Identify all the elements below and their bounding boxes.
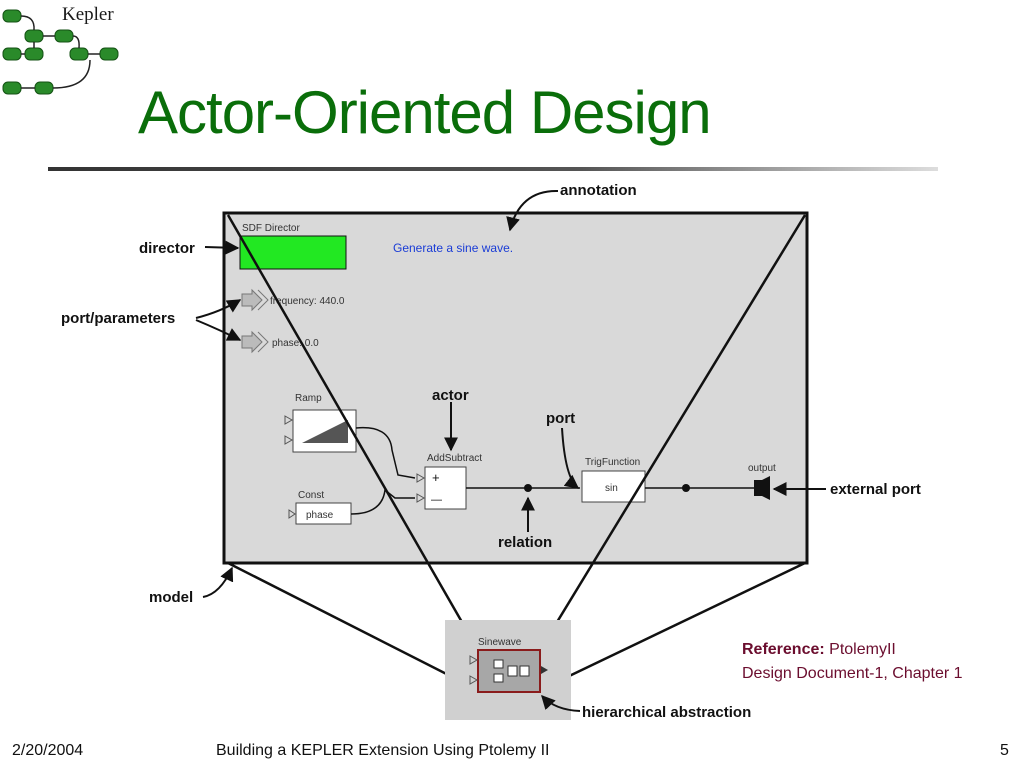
reference-note: Reference: PtolemyII Design Document-1, …: [742, 638, 963, 686]
param-frequency: frequency: 440.0: [270, 296, 345, 307]
const-input-port: [288, 509, 296, 519]
footer-date: 2/20/2004: [12, 742, 84, 759]
callout-hierarchical-abstraction: hierarchical abstraction: [582, 704, 751, 721]
director-box-label: SDF Director: [242, 223, 300, 234]
callout-arrows: [195, 189, 826, 712]
output-port[interactable]: [754, 476, 770, 500]
ramp-label: Ramp: [295, 393, 322, 404]
output-label: output: [748, 463, 776, 474]
const-value: phase: [306, 510, 334, 521]
reference-line2: Design Document-1, Chapter 1: [742, 665, 963, 682]
kepler-logo: Kepler: [0, 0, 130, 100]
title-divider: [48, 167, 938, 171]
reference-line1: PtolemyII: [829, 641, 896, 658]
callout-external-port: external port: [830, 481, 921, 498]
addsubtract-actor[interactable]: [424, 466, 467, 510]
sinewave-actor[interactable]: [477, 649, 541, 693]
const-label: Const: [298, 490, 324, 501]
trig-value: sin: [605, 483, 618, 494]
ramp-input-ports: [284, 415, 294, 445]
callout-annotation: annotation: [560, 182, 637, 199]
callout-model: model: [149, 589, 193, 606]
trigfunction-label: TrigFunction: [585, 457, 640, 468]
composite-icon: [493, 659, 530, 683]
sinewave-output-port: [541, 666, 548, 674]
phase-port-icon: [241, 330, 269, 354]
callout-port-parameters: port/parameters: [61, 310, 175, 327]
footer-title: Building a KEPLER Extension Using Ptolem…: [216, 742, 550, 759]
frequency-port-icon: [241, 288, 269, 312]
callout-relation: relation: [498, 534, 552, 551]
footer-page-number: 5: [1000, 742, 1009, 759]
addsubtract-label: AddSubtract: [427, 453, 482, 464]
kepler-logo-icon: [2, 9, 119, 95]
slide-title: Actor-Oriented Design: [138, 79, 712, 146]
relation-diamond[interactable]: [524, 484, 532, 492]
sinewave-label: Sinewave: [478, 637, 522, 648]
annotation-text: Generate a sine wave.: [393, 241, 513, 255]
callout-actor: actor: [432, 387, 469, 404]
addsub-minus: —: [431, 494, 442, 506]
callout-port: port: [546, 410, 575, 427]
sdf-director[interactable]: [239, 235, 347, 270]
ramp-icon: [302, 420, 348, 443]
param-phase: phase: 0.0: [272, 338, 319, 349]
projection-lines: [226, 214, 807, 692]
addsub-plus: +: [432, 470, 440, 485]
sinewave-input-ports: [469, 655, 479, 685]
callout-director: director: [139, 240, 195, 257]
addsub-input-ports: [416, 473, 426, 503]
reference-label: Reference:: [742, 641, 825, 658]
logo-text: Kepler: [62, 4, 114, 25]
relation-diamond-2[interactable]: [682, 484, 690, 492]
